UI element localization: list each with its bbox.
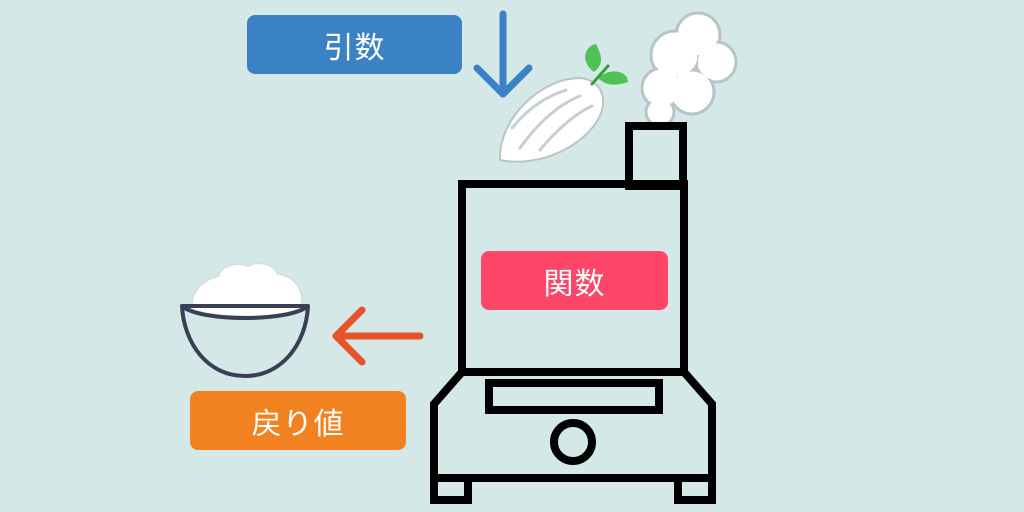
- rice-bowl-icon: [180, 262, 310, 378]
- steam-cloud-fill: [644, 15, 734, 124]
- food-processor-machine-icon: [430, 122, 716, 504]
- daikon-radish-icon: [498, 44, 628, 163]
- arrow-left-icon: [332, 306, 424, 366]
- arguments-label: 引数: [247, 15, 462, 74]
- arrow-down-icon: [473, 10, 533, 98]
- function-label: 関数: [481, 251, 668, 310]
- return-value-label: 戻り値: [190, 391, 406, 450]
